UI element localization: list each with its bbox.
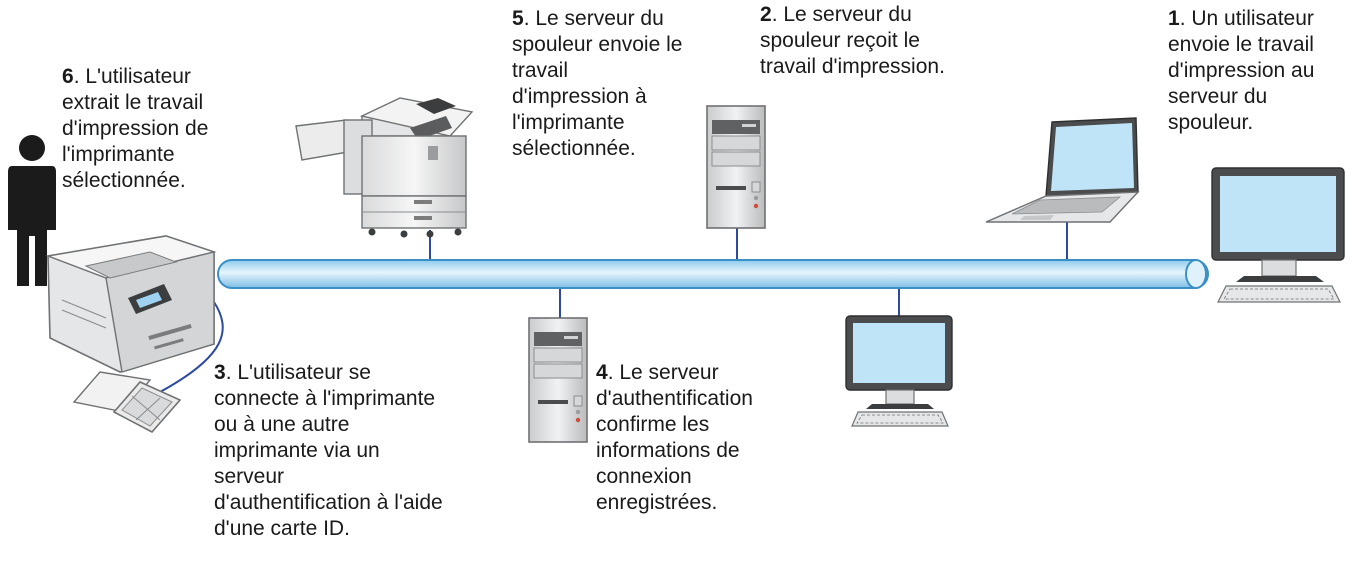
desktop-computer-icon: [1211, 167, 1345, 303]
step-4-number: 4: [596, 361, 608, 384]
multifunction-printer-icon: [295, 97, 474, 238]
step-6-line-4: sélectionnée.: [62, 169, 186, 192]
step-5-line-5: sélectionnée.: [512, 137, 636, 160]
step-4-line-1: d'authentification: [596, 387, 753, 410]
network-links: [159, 222, 1068, 393]
network-bus: [217, 259, 1209, 289]
desktop-computer-center-icon: [845, 315, 953, 427]
step-4-line-3: informations de: [596, 439, 740, 462]
step-3-line-4: serveur: [214, 465, 285, 488]
step-1-number: 1: [1168, 7, 1180, 30]
step-3-line-3: imprimante via un: [214, 439, 380, 462]
authentication-server-icon: [528, 317, 588, 443]
step-5-line-4: l'imprimante: [512, 111, 625, 134]
step-1-caption: 1. Un utilisateur envoie le travail d'im…: [1168, 6, 1314, 136]
step-1-line-1: envoie le travail: [1168, 33, 1314, 56]
step-6-line-1: extrait le travail: [62, 91, 204, 114]
step-5-line-3: d'impression à: [512, 85, 647, 108]
card-reader-icon: [112, 381, 182, 434]
step-5-caption: 5. Le serveur du spouleur envoie le trav…: [512, 7, 683, 160]
step-6-number: 6: [62, 65, 74, 88]
step-5-line-1: spouleur envoie le: [512, 33, 683, 56]
laptop-icon: [985, 117, 1140, 223]
step-3-line-2: ou à une autre: [214, 413, 350, 436]
step-5-line-2: travail: [512, 59, 569, 82]
step-5-number: 5: [512, 7, 524, 30]
step-3-line-6: d'une carte ID.: [214, 517, 350, 540]
link-card-reader: [159, 301, 224, 393]
step-3-number: 3: [214, 361, 226, 384]
step-1-line-4: spouleur.: [1168, 111, 1254, 134]
step-4-caption: 4. Le serveur d'authentification confirm…: [596, 361, 753, 514]
step-1-line-0: . Un utilisateur: [1179, 7, 1314, 30]
step-1-line-3: serveur du: [1168, 85, 1268, 108]
step-2-caption: 2. Le serveur du spouleur reçoit le trav…: [760, 3, 945, 78]
step-6-line-3: l'imprimante: [62, 143, 175, 166]
step-2-number: 2: [760, 3, 772, 26]
step-6-caption: 6. L'utilisateur extrait le travail d'im…: [62, 65, 209, 192]
step-4-line-4: connexion: [596, 465, 692, 488]
step-3-line-1: connecte à l'imprimante: [214, 387, 436, 410]
step-3-caption: 3. L'utilisateur se connecte à l'imprima…: [214, 361, 443, 540]
printer-icon: [45, 235, 217, 373]
step-6-line-2: d'impression de: [62, 117, 209, 140]
step-1-line-2: d'impression au: [1168, 59, 1315, 82]
step-2-line-2: travail d'impression.: [760, 55, 945, 78]
step-4-line-2: confirme les: [596, 413, 710, 436]
person-icon: [8, 135, 56, 286]
step-4-line-5: enregistrées.: [596, 491, 718, 514]
step-3-line-5: d'authentification à l'aide: [214, 491, 443, 514]
spooler-server-icon: [706, 105, 766, 229]
step-2-line-1: spouleur reçoit le: [760, 29, 920, 52]
